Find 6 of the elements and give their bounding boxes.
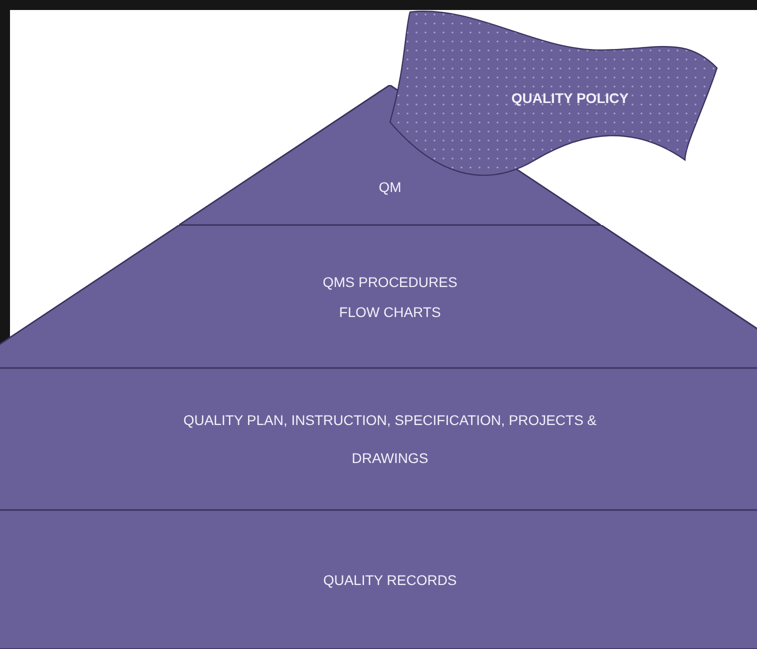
tier-label: QM	[378, 178, 402, 194]
tier-label: QUALITY PLAN, INSTRUCTION, SPECIFICATION, PROJECTS & DRAWINGS	[182, 411, 598, 468]
tier-label: QUALITY RECORDS	[323, 572, 457, 588]
tier-label: QMS PROCEDURES	[322, 274, 458, 290]
flag-label: QUALITY POLICY	[511, 90, 629, 106]
tier-label: FLOW CHARTS	[339, 304, 441, 320]
